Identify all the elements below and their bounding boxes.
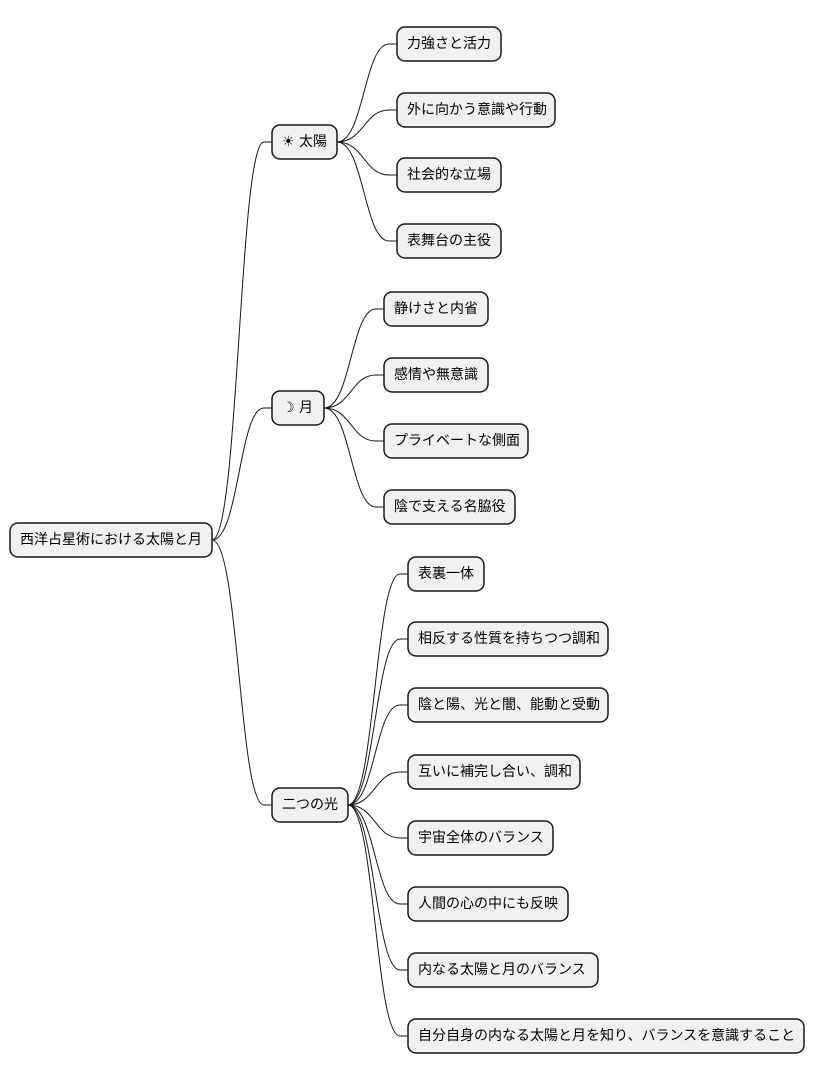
edge-two-lights-leaf-6 [347,804,408,905]
two-lights-leaf-6: 人間の心の中にも反映 [407,886,569,922]
edge-moon-leaf-4 [323,407,384,508]
edge-two-lights-leaf-8 [347,804,408,1037]
branch-moon: ☽ 月 [271,390,325,426]
edge-two-lights-leaf-5 [347,804,408,839]
two-lights-leaf-4-label: 互いに補完し合い、調和 [418,764,572,780]
branch-sun-label: ☀ 太陽 [282,134,327,150]
root-node: 西洋占星術における太陽と月 [9,522,213,558]
mind-map-connectors [211,43,408,1037]
edge-two-lights-leaf-2 [347,638,408,806]
sun-leaf-2-label: 外に向かう意識や行動 [407,101,547,118]
two-lights-leaf-8-label: 自分自身の内なる太陽と月を知り、バランスを意識すること [418,1027,795,1044]
moon-leaf-2: 感情や無意識 [383,357,489,393]
branch-moon-label: ☽ 月 [282,400,313,416]
two-lights-leaf-3-label: 陰と陽、光と闇、能動と受動 [418,697,600,713]
two-lights-leaf-4: 互いに補完し合い、調和 [407,754,581,790]
edge-two-lights-leaf-4 [347,771,408,806]
two-lights-leaf-3: 陰と陽、光と闇、能動と受動 [407,687,609,723]
edge-moon-leaf-3 [323,407,384,442]
edge-moon-leaf-1 [323,308,384,409]
two-lights-leaf-1: 表裏一体 [407,556,485,592]
moon-leaf-1: 静けさと内省 [383,291,489,327]
edge-sun-leaf-2 [336,109,397,143]
sun-leaf-4: 表舞台の主役 [396,223,502,259]
sun-leaf-4-label: 表舞台の主役 [407,233,491,249]
sun-leaf-1-label: 力強さと活力 [407,36,491,52]
root-node-label: 西洋占星術における太陽と月 [20,532,202,548]
branch-sun: ☀ 太陽 [271,124,338,160]
edge-sun-leaf-1 [336,43,397,143]
edge-moon-leaf-2 [323,374,384,409]
two-lights-leaf-1-label: 表裏一体 [418,565,474,582]
two-lights-leaf-2-label: 相反する性質を持ちつつ調和 [418,631,600,647]
sun-leaf-3: 社会的な立場 [396,157,502,193]
moon-leaf-3: プライベートな側面 [383,423,529,459]
moon-leaf-4: 陰で支える名脇役 [383,489,516,525]
two-lights-leaf-7-label: 内なる太陽と月のバランス [418,962,586,978]
two-lights-leaf-7: 内なる太陽と月のバランス [407,952,599,988]
moon-leaf-2-label: 感情や無意識 [394,366,478,383]
moon-leaf-1-label: 静けさと内省 [394,301,478,317]
edge-sun-leaf-3 [336,141,397,176]
edge-two-lights-leaf-7 [347,804,408,971]
sun-leaf-1: 力強さと活力 [396,26,502,62]
edge-two-lights-leaf-1 [347,573,408,806]
two-lights-leaf-8: 自分自身の内なる太陽と月を知り、バランスを意識すること [407,1018,805,1054]
two-lights-leaf-6-label: 人間の心の中にも反映 [418,896,558,912]
edge-two-lights-leaf-3 [347,704,408,806]
branch-two-lights-label: 二つの光 [282,797,338,813]
edge-root-two-lights [211,539,272,806]
edge-sun-leaf-4 [336,141,397,242]
branch-two-lights: 二つの光 [271,787,349,823]
edge-root-moon [211,407,272,541]
moon-leaf-4-label: 陰で支える名脇役 [394,499,506,515]
sun-leaf-2: 外に向かう意識や行動 [396,92,556,128]
edge-root-sun [211,141,272,541]
two-lights-leaf-5-label: 宇宙全体のバランス [418,829,544,846]
two-lights-leaf-5: 宇宙全体のバランス [407,820,554,856]
moon-leaf-3-label: プライベートな側面 [394,433,520,449]
two-lights-leaf-2: 相反する性質を持ちつつ調和 [407,621,609,657]
sun-leaf-3-label: 社会的な立場 [407,167,491,183]
